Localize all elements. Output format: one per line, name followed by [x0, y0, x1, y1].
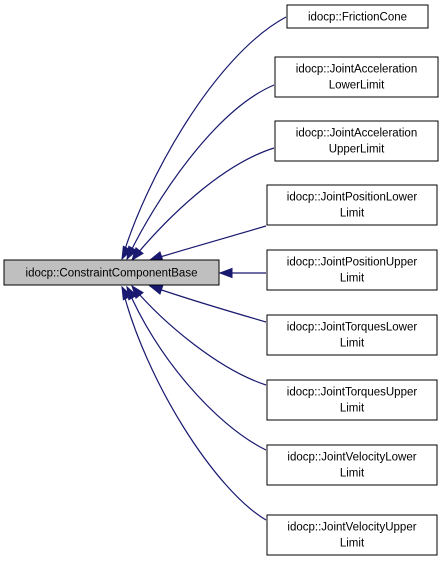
derived-class-label: idocp::JointAcceleration — [296, 64, 417, 76]
derived-class-node[interactable]: idocp::JointAcceleration LowerLimit — [274, 56, 439, 98]
derived-class-label: idocp::JointVelocityLower — [287, 452, 416, 464]
derived-class-label: UpperLimit — [329, 144, 385, 156]
derived-class-label: Limit — [340, 208, 365, 220]
derived-class-label: idocp::FrictionCone — [308, 12, 407, 24]
arrowhead-icon — [148, 284, 164, 295]
derived-class-label: idocp::JointVelocityUpper — [287, 522, 416, 534]
base-class-label: idocp::ConstraintComponentBase — [26, 268, 198, 280]
inheritance-edge — [126, 286, 267, 451]
arrowhead-icon — [131, 246, 144, 262]
derived-class-label: Limit — [340, 538, 365, 550]
arrowhead-icon — [218, 267, 233, 279]
derived-class-node[interactable]: idocp::JointPositionUpper Limit — [266, 249, 438, 291]
derived-class-label: idocp::JointTorquesUpper — [287, 387, 418, 399]
derived-class-label: Limit — [340, 403, 365, 415]
derived-class-label: idocp::JointPositionUpper — [287, 257, 418, 269]
arrowhead-icon — [131, 284, 144, 300]
arrowhead-icon — [126, 245, 138, 261]
derived-class-node[interactable]: idocp::JointTorquesUpper Limit — [266, 379, 438, 421]
inheritance-edge — [121, 286, 267, 521]
inheritance-edge — [149, 225, 267, 261]
derived-class-label: Limit — [340, 273, 365, 285]
derived-class-label: idocp::JointAcceleration — [296, 128, 417, 140]
inheritance-edge — [121, 16, 287, 260]
derived-class-label: idocp::JointPositionLower — [287, 192, 418, 204]
derived-class-node[interactable]: idocp::JointAcceleration UpperLimit — [274, 120, 439, 162]
derived-class-label: LowerLimit — [329, 80, 385, 92]
derived-class-node[interactable]: idocp::JointPositionLower Limit — [266, 184, 438, 226]
derived-class-label: Limit — [340, 338, 365, 350]
inheritance-edge — [126, 84, 275, 260]
derived-class-node[interactable]: idocp::JointVelocityUpper Limit — [266, 514, 438, 556]
arrowhead-icon — [121, 285, 133, 301]
derived-class-label: idocp::JointTorquesLower — [287, 322, 418, 334]
inheritance-edge — [131, 285, 267, 386]
base-class-node[interactable]: idocp::ConstraintComponentBase — [3, 259, 220, 286]
derived-class-label: Limit — [340, 468, 365, 480]
derived-class-node[interactable]: idocp::JointVelocityLower Limit — [266, 444, 438, 486]
derived-class-node[interactable]: idocp::FrictionCone — [286, 4, 429, 29]
derived-class-node[interactable]: idocp::JointTorquesLower Limit — [266, 314, 438, 356]
inheritance-edge — [149, 285, 267, 323]
arrowhead-icon — [148, 251, 164, 262]
inheritance-edge — [131, 147, 275, 261]
